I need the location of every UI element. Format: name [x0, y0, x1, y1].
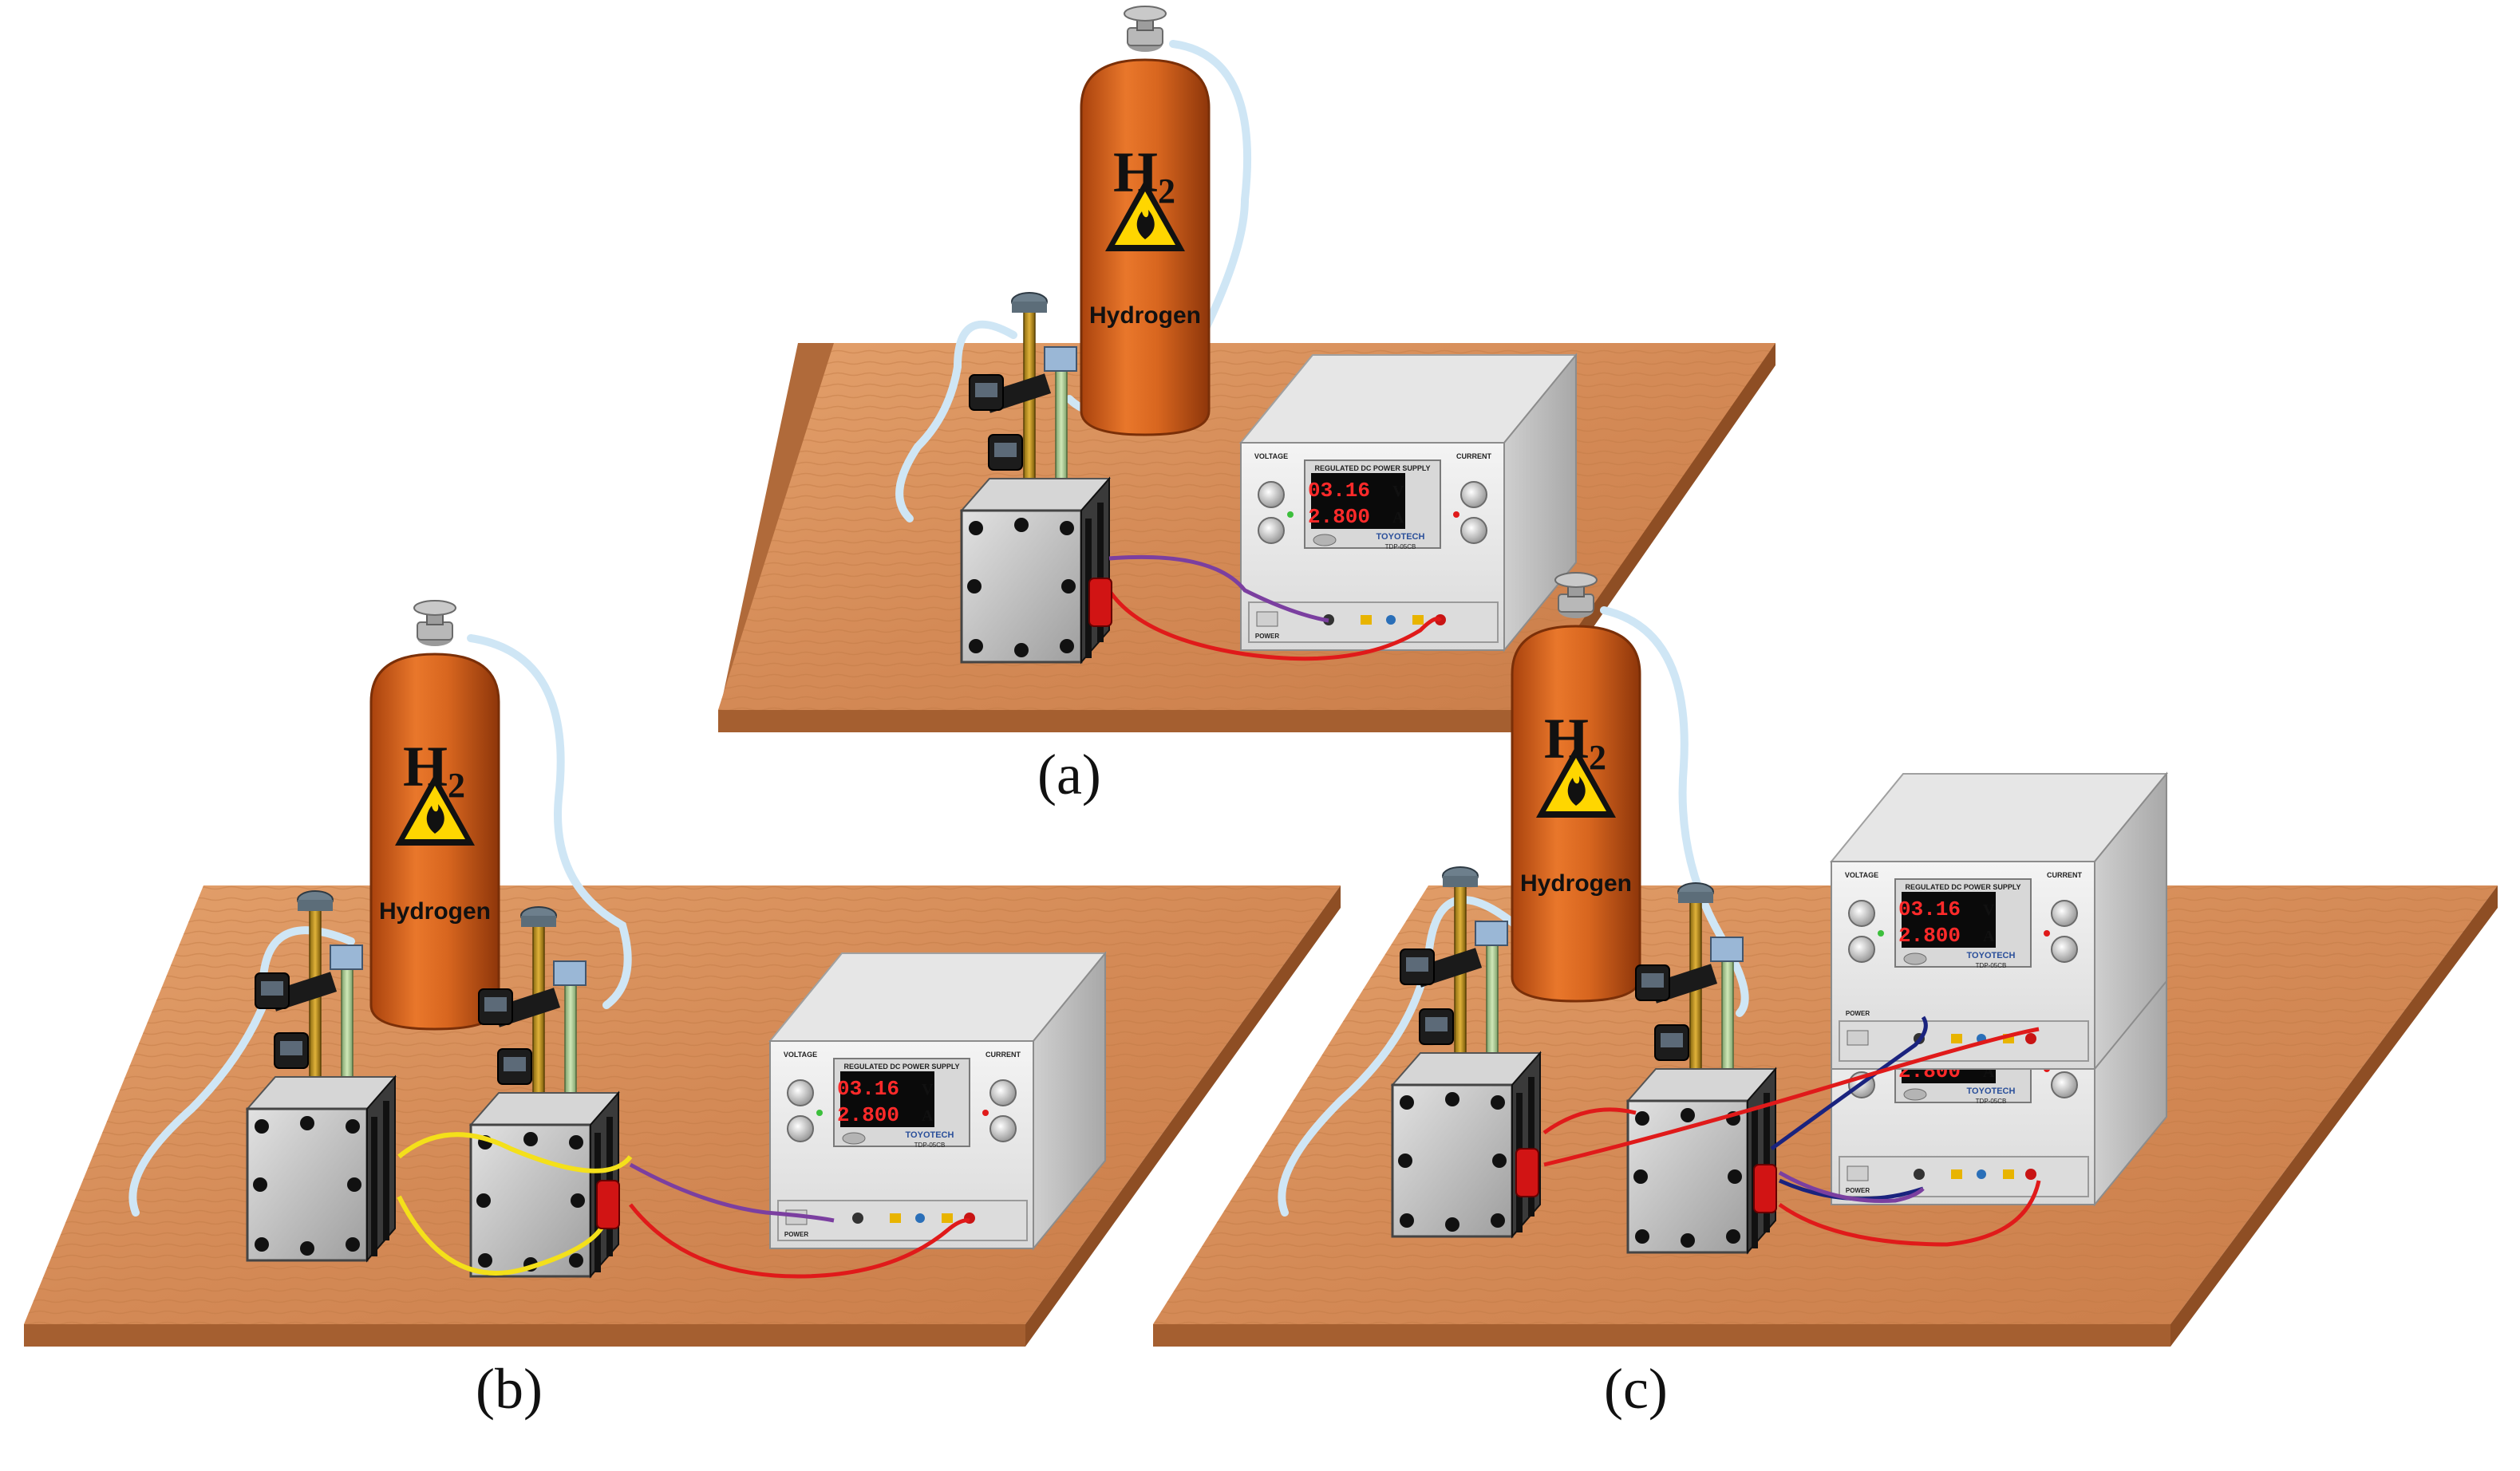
- psu-current-knob-label-b: CURRENT: [985, 1051, 1021, 1059]
- cylinder-name-a: Hydrogen: [1089, 302, 1201, 329]
- power-supply-c-top: [1831, 773, 2167, 1070]
- wire-red-c-top: [1543, 1027, 2040, 1167]
- psu-brand-a: TOYOTECH: [1377, 532, 1425, 542]
- psu-current-knob-label-c: CURRENT: [2047, 871, 2083, 879]
- psu-current-knob-label-a: CURRENT: [1456, 452, 1492, 460]
- table-b: [24, 885, 1341, 1347]
- psu-voltage-knob-label-b: VOLTAGE: [784, 1051, 817, 1059]
- caption-c: (c): [1604, 1357, 1668, 1421]
- hydrogen-cylinder-b: [369, 599, 500, 1031]
- table-c: [1153, 885, 2498, 1347]
- psu-power-label-c-top: POWER: [1846, 1010, 1870, 1017]
- psu-brand-c-bottom: TOYOTECH: [1967, 1086, 2016, 1096]
- wire-red-link-c: [1542, 1107, 1637, 1135]
- wire-purple-b: [629, 1162, 835, 1223]
- wire-red-b: [629, 1203, 970, 1279]
- psu-power-label-a: POWER: [1255, 633, 1279, 640]
- panel-b: H2 Hydrogen REGULATED DC POWER SUPPLY VO…: [24, 599, 1341, 1347]
- panel-c: H2 Hydrogen REGULATED DC POWER SUPPLY 03…: [1153, 571, 2498, 1347]
- psu-voltage-unit-c-top: V: [1983, 901, 1995, 919]
- power-supply-a: [1240, 354, 1577, 651]
- psu-voltage-knob-label-a: VOLTAGE: [1254, 452, 1288, 460]
- wire-red-a: [1107, 589, 1443, 661]
- red-clip-c-right: [1753, 1164, 1777, 1213]
- psu-voltage-knob-label-c: VOLTAGE: [1845, 871, 1878, 879]
- panel-a: H2 Hydrogen REGULATED DC POWER SUPPLY VO…: [718, 5, 1775, 732]
- red-clip-a: [1088, 578, 1112, 627]
- power-supply-b: [769, 952, 1106, 1249]
- wire-purple-c: [1778, 1170, 1925, 1204]
- wire-purple-a: [1108, 554, 1329, 623]
- psu-current-reading-b: 2.800: [837, 1103, 899, 1127]
- wire-red-c-bottom: [1778, 1180, 2041, 1247]
- psu-voltage-unit-a: V: [1392, 483, 1404, 500]
- hose-b: [128, 634, 632, 1217]
- red-clip-c-left: [1515, 1148, 1539, 1197]
- psu-power-label-c-bottom: POWER: [1846, 1187, 1870, 1194]
- cylinder-formula-b: H2: [403, 735, 465, 805]
- hydrogen-cylinder-c: [1511, 571, 1641, 1003]
- caption-a: (a): [1037, 743, 1101, 806]
- cylinder-name-b: Hydrogen: [379, 898, 491, 925]
- psu-voltage-reading-b: 03.16: [837, 1077, 899, 1101]
- psu-current-unit-c-top: A: [1983, 928, 1995, 945]
- cylinder-name-c: Hydrogen: [1520, 870, 1632, 897]
- psu-current-unit-a: A: [1392, 509, 1404, 526]
- psu-model-c-top: TDP-05CB: [1976, 962, 2007, 969]
- wire-yellow-b: [397, 1132, 633, 1276]
- psu-model-c-bottom: TDP-05CB: [1976, 1098, 2007, 1105]
- cylinder-formula-c: H2: [1544, 707, 1606, 777]
- psu-current-reading-c-top: 2.800: [1898, 924, 1961, 948]
- cylinder-formula-a: H2: [1113, 140, 1175, 211]
- psu-title-b: REGULATED DC POWER SUPPLY: [843, 1063, 959, 1071]
- hydrogen-cylinder-a: [1080, 5, 1211, 436]
- psu-current-unit-b: A: [922, 1107, 934, 1125]
- psu-title-c-top: REGULATED DC POWER SUPPLY: [1905, 883, 2020, 891]
- psu-brand-c-top: TOYOTECH: [1967, 951, 2016, 960]
- psu-current-reading-a: 2.800: [1308, 505, 1370, 529]
- psu-brand-b: TOYOTECH: [906, 1130, 954, 1140]
- psu-model-a: TDP-05CB: [1385, 543, 1416, 550]
- psu-voltage-unit-b: V: [922, 1081, 934, 1098]
- psu-power-label-b: POWER: [784, 1231, 808, 1238]
- psu-voltage-reading-a: 03.16: [1308, 479, 1370, 503]
- psu-model-b: TDP-05CB: [914, 1142, 946, 1149]
- caption-b: (b): [476, 1357, 543, 1421]
- red-clip-b: [596, 1180, 620, 1229]
- psu-title-a: REGULATED DC POWER SUPPLY: [1314, 464, 1430, 472]
- psu-voltage-reading-c-top: 03.16: [1898, 897, 1961, 921]
